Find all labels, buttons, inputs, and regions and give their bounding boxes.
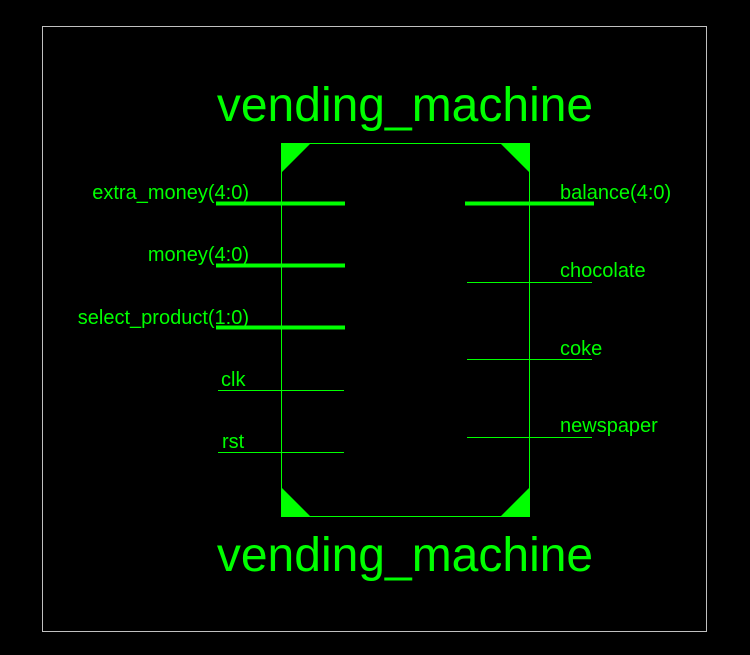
output-pin[interactable]: coke <box>467 338 602 360</box>
component-name-top: vending_machine <box>217 79 593 132</box>
input-pin[interactable]: select_product(1:0) <box>78 307 345 330</box>
pin-label: rst <box>222 431 245 453</box>
input-pins: extra_money(4:0) money(4:0) select_produ… <box>78 182 345 453</box>
pin-label: extra_money(4:0) <box>92 182 249 204</box>
output-pin[interactable]: balance(4:0) <box>465 182 671 206</box>
pin-label: chocolate <box>560 260 646 282</box>
corner-marker-top-left <box>281 143 311 173</box>
component-name-bottom: vending_machine <box>217 529 593 582</box>
pin-label: clk <box>221 369 246 391</box>
input-pin[interactable]: money(4:0) <box>148 244 345 268</box>
corner-marker-bottom-left <box>281 487 311 517</box>
pin-label: balance(4:0) <box>560 182 671 204</box>
pin-label: newspaper <box>560 415 658 437</box>
input-pin[interactable]: rst <box>218 431 344 453</box>
component-body[interactable] <box>281 143 530 517</box>
input-pin[interactable]: clk <box>218 369 344 391</box>
pin-label: money(4:0) <box>148 244 249 266</box>
sheet-frame <box>42 26 707 632</box>
pin-label: select_product(1:0) <box>78 307 249 329</box>
input-pin[interactable]: extra_money(4:0) <box>92 182 345 206</box>
corner-marker-top-right <box>500 143 530 173</box>
corner-marker-bottom-right <box>500 487 530 517</box>
output-pin[interactable]: chocolate <box>467 260 646 283</box>
output-pins: balance(4:0) chocolate coke newspaper <box>465 182 671 438</box>
component-outline <box>281 143 530 517</box>
output-pin[interactable]: newspaper <box>467 415 658 438</box>
pin-label: coke <box>560 338 602 360</box>
